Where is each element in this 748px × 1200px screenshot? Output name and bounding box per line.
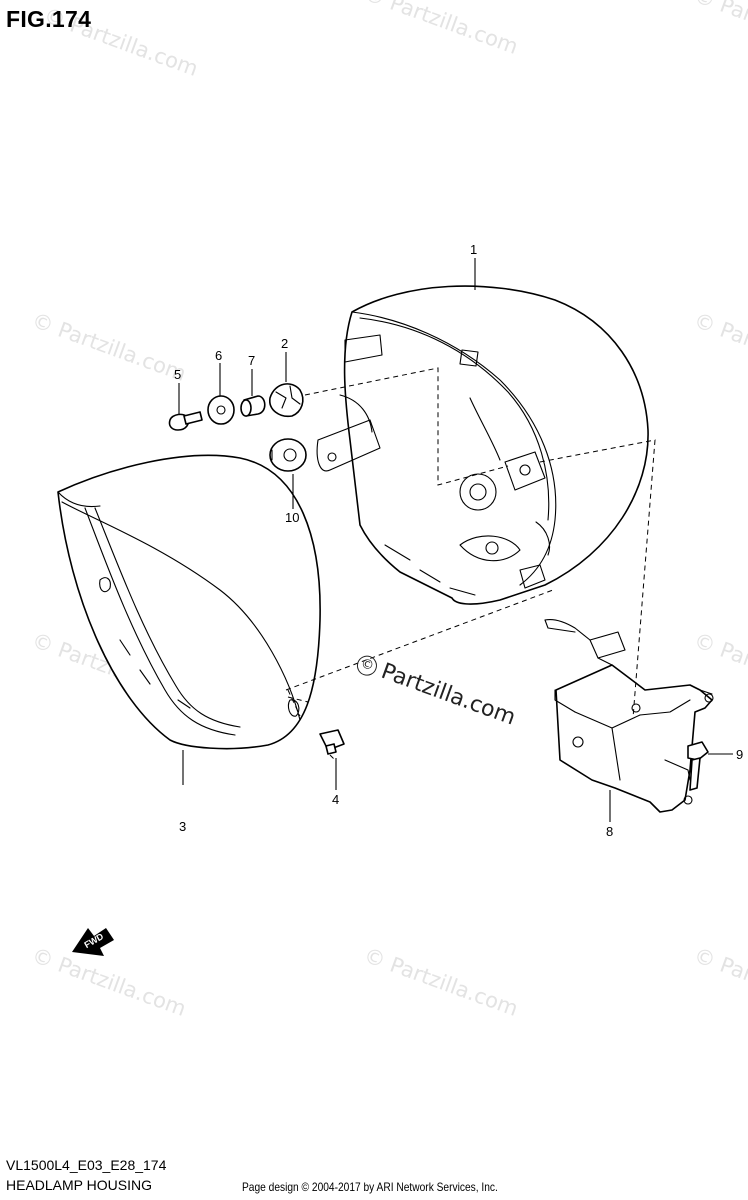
copyright-notice: Page design © 2004-2017 by ARI Network S…: [242, 1180, 498, 1194]
headlamp-housing-part[interactable]: [316, 285, 649, 605]
callout-4: 4: [332, 792, 339, 807]
callout-1: 1: [470, 242, 477, 257]
callout-7: 7: [248, 353, 255, 368]
callout-3: 3: [179, 819, 186, 834]
screw-part[interactable]: [168, 411, 203, 431]
callout-2: 2: [281, 336, 288, 351]
model-code: VL1500L4_E03_E28_174: [6, 1157, 167, 1173]
collar-part[interactable]: [240, 395, 266, 417]
callout-6: 6: [215, 348, 222, 363]
bracket-bolt-part[interactable]: [687, 741, 709, 791]
forward-arrow-icon: FWD: [72, 928, 114, 956]
callout-5: 5: [174, 367, 181, 382]
headlamp-bracket-part[interactable]: [544, 618, 714, 813]
headlamp-rim-part[interactable]: [57, 454, 321, 750]
callout-9: 9: [736, 747, 743, 762]
callout-10: 10: [285, 510, 299, 525]
rim-screw-part[interactable]: [319, 729, 345, 755]
washer-part[interactable]: [207, 395, 235, 425]
figure-title: FIG.174: [6, 6, 92, 32]
callout-8: 8: [606, 824, 613, 839]
bushing-part[interactable]: [269, 383, 304, 418]
diagram-title: HEADLAMP HOUSING: [6, 1177, 152, 1193]
grommet-part[interactable]: [269, 438, 307, 472]
